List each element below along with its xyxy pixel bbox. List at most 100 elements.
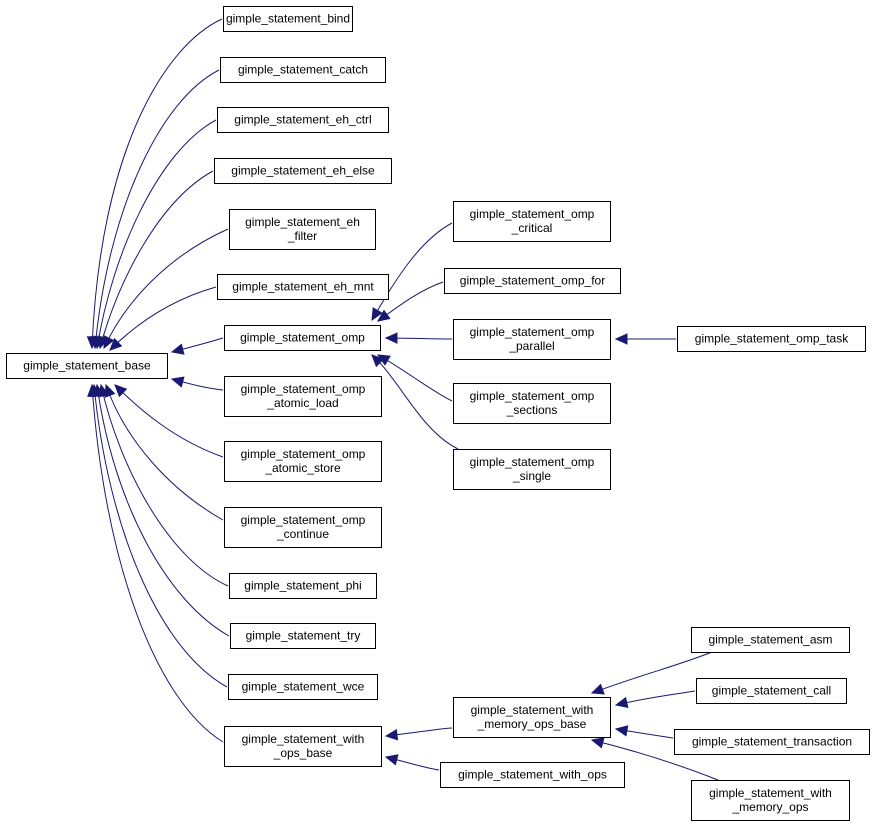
node-label: _ops_base — [273, 746, 333, 760]
edge-line — [96, 119, 217, 349]
class-node-wce[interactable]: gimple_statement_wce — [228, 674, 378, 700]
node-label: gimple_statement_catch — [238, 63, 368, 77]
edge-line — [377, 354, 453, 402]
class-node-transaction[interactable]: gimple_statement_transaction — [674, 729, 870, 755]
node-label: gimple_statement_with — [709, 786, 832, 800]
edge-line — [93, 384, 228, 688]
class-node-omp-critical[interactable]: gimple_statement_omp_critical — [453, 201, 611, 242]
node-box — [691, 627, 850, 653]
node-label: gimple_statement_omp — [470, 389, 595, 403]
node-label: _sections — [506, 403, 558, 417]
node-box — [224, 441, 382, 482]
class-node-omp-single[interactable]: gimple_statement_omp_single — [453, 449, 611, 490]
node-box — [453, 449, 611, 490]
class-node-catch[interactable]: gimple_statement_catch — [220, 57, 386, 83]
edge-line — [105, 384, 224, 521]
edges-layer — [86, 18, 719, 781]
node-label: gimple_statement_eh — [245, 215, 360, 229]
edge-line — [591, 651, 713, 694]
node-label: _parallel — [508, 339, 554, 353]
class-node-omp-atomic-load[interactable]: gimple_statement_omp_atomic_load — [224, 376, 382, 417]
edge-line — [114, 384, 224, 458]
node-label: gimple_statement_try — [246, 629, 361, 643]
node-box — [453, 383, 611, 424]
edge-eh_else-to-base — [97, 170, 214, 350]
class-node-omp[interactable]: gimple_statement_omp — [224, 325, 381, 351]
edge-omp_task-to-omp_parallel — [614, 333, 676, 345]
node-label: gimple_statement_asm — [708, 633, 832, 647]
class-node-with-ops[interactable]: gimple_statement_with_ops — [440, 762, 625, 788]
node-label: gimple_statement_omp — [240, 331, 365, 345]
class-node-eh-else[interactable]: gimple_statement_eh_else — [214, 158, 392, 184]
node-box — [444, 268, 621, 294]
class-node-eh-ctrl[interactable]: gimple_statement_eh_ctrl — [217, 107, 389, 133]
node-label: _continue — [276, 527, 329, 541]
class-node-asm[interactable]: gimple_statement_asm — [691, 627, 850, 653]
node-box — [224, 325, 381, 351]
edge-line — [91, 384, 224, 743]
class-node-base[interactable]: gimple_statement_base — [6, 353, 168, 379]
class-node-omp-task[interactable]: gimple_statement_omp_task — [677, 326, 866, 352]
node-label: gimple_statement_omp — [241, 513, 366, 527]
edge-omp_atomic_store-to-base — [114, 384, 224, 458]
edge-line — [94, 69, 220, 349]
class-node-omp-parallel[interactable]: gimple_statement_omp_parallel — [453, 319, 611, 360]
node-label: gimple_statement_eh_else — [231, 164, 375, 178]
arrowhead-icon — [170, 343, 185, 355]
node-label: gimple_statement_omp_task — [695, 332, 849, 346]
class-node-omp-sections[interactable]: gimple_statement_omp_sections — [453, 383, 611, 424]
edge-with_ops_base-to-base — [87, 383, 224, 743]
edge-omp_parallel-to-omp — [384, 332, 453, 344]
arrowhead-icon — [614, 725, 629, 737]
arrowhead-icon — [170, 376, 185, 388]
node-label: gimple_statement_with — [471, 703, 594, 717]
edge-line — [96, 384, 230, 637]
class-node-omp-for[interactable]: gimple_statement_omp_for — [444, 268, 621, 294]
node-label: gimple_statement_bind — [226, 12, 350, 26]
arrowhead-icon — [614, 333, 628, 345]
class-node-eh-mnt[interactable]: gimple_statement_eh_mnt — [217, 274, 389, 300]
edge-with_ops-to-with_ops_base — [384, 754, 440, 771]
class-node-with-ops-base[interactable]: gimple_statement_with_ops_base — [224, 726, 382, 767]
node-label: gimple_statement_base — [23, 359, 151, 373]
class-node-omp-continue[interactable]: gimple_statement_omp_continue — [224, 507, 382, 548]
class-node-call[interactable]: gimple_statement_call — [696, 678, 847, 704]
node-box — [440, 762, 625, 788]
edge-omp_for-to-omp — [377, 281, 444, 322]
nodes-layer: gimple_statement_base gimple_statement_bi… — [6, 6, 870, 821]
node-box — [220, 57, 386, 83]
arrowhead-icon — [109, 337, 123, 351]
node-box — [229, 573, 377, 599]
arrowhead-icon — [384, 332, 398, 344]
class-node-with-memory-ops[interactable]: gimple_statement_with_memory_ops — [691, 780, 850, 821]
node-box — [677, 326, 866, 352]
node-box — [223, 6, 353, 32]
node-label: gimple_statement_transaction — [692, 735, 852, 749]
edge-line — [615, 690, 696, 706]
class-node-try[interactable]: gimple_statement_try — [230, 623, 376, 649]
node-label: _memory_ops — [731, 800, 808, 814]
node-label: _atomic_load — [266, 396, 338, 410]
class-node-omp-atomic-store[interactable]: gimple_statement_omp_atomic_store — [224, 441, 382, 482]
arrowhead-icon — [384, 728, 399, 741]
edge-omp_atomic_load-to-base — [170, 376, 224, 391]
class-node-eh-filter[interactable]: gimple_statement_eh_filter — [229, 209, 376, 250]
node-label: gimple_statement_omp — [241, 382, 366, 396]
node-label: _filter — [287, 229, 317, 243]
edge-eh_filter-to-base — [103, 228, 229, 350]
class-node-with-memory-ops-base[interactable]: gimple_statement_with_memory_ops_base — [453, 697, 611, 738]
edge-line — [99, 170, 214, 349]
edge-line — [100, 384, 229, 587]
class-node-phi[interactable]: gimple_statement_phi — [229, 573, 377, 599]
class-node-bind[interactable]: gimple_statement_bind — [223, 6, 353, 32]
node-box — [229, 209, 376, 250]
node-box — [224, 376, 382, 417]
node-label: gimple_statement_omp — [470, 207, 595, 221]
arrowhead-icon — [590, 683, 605, 695]
edge-line — [591, 739, 719, 781]
edge-line — [371, 354, 459, 450]
edge-call-to-with_memory_ops_base — [614, 690, 696, 709]
node-box — [691, 780, 850, 821]
node-box — [228, 674, 378, 700]
node-box — [230, 623, 376, 649]
